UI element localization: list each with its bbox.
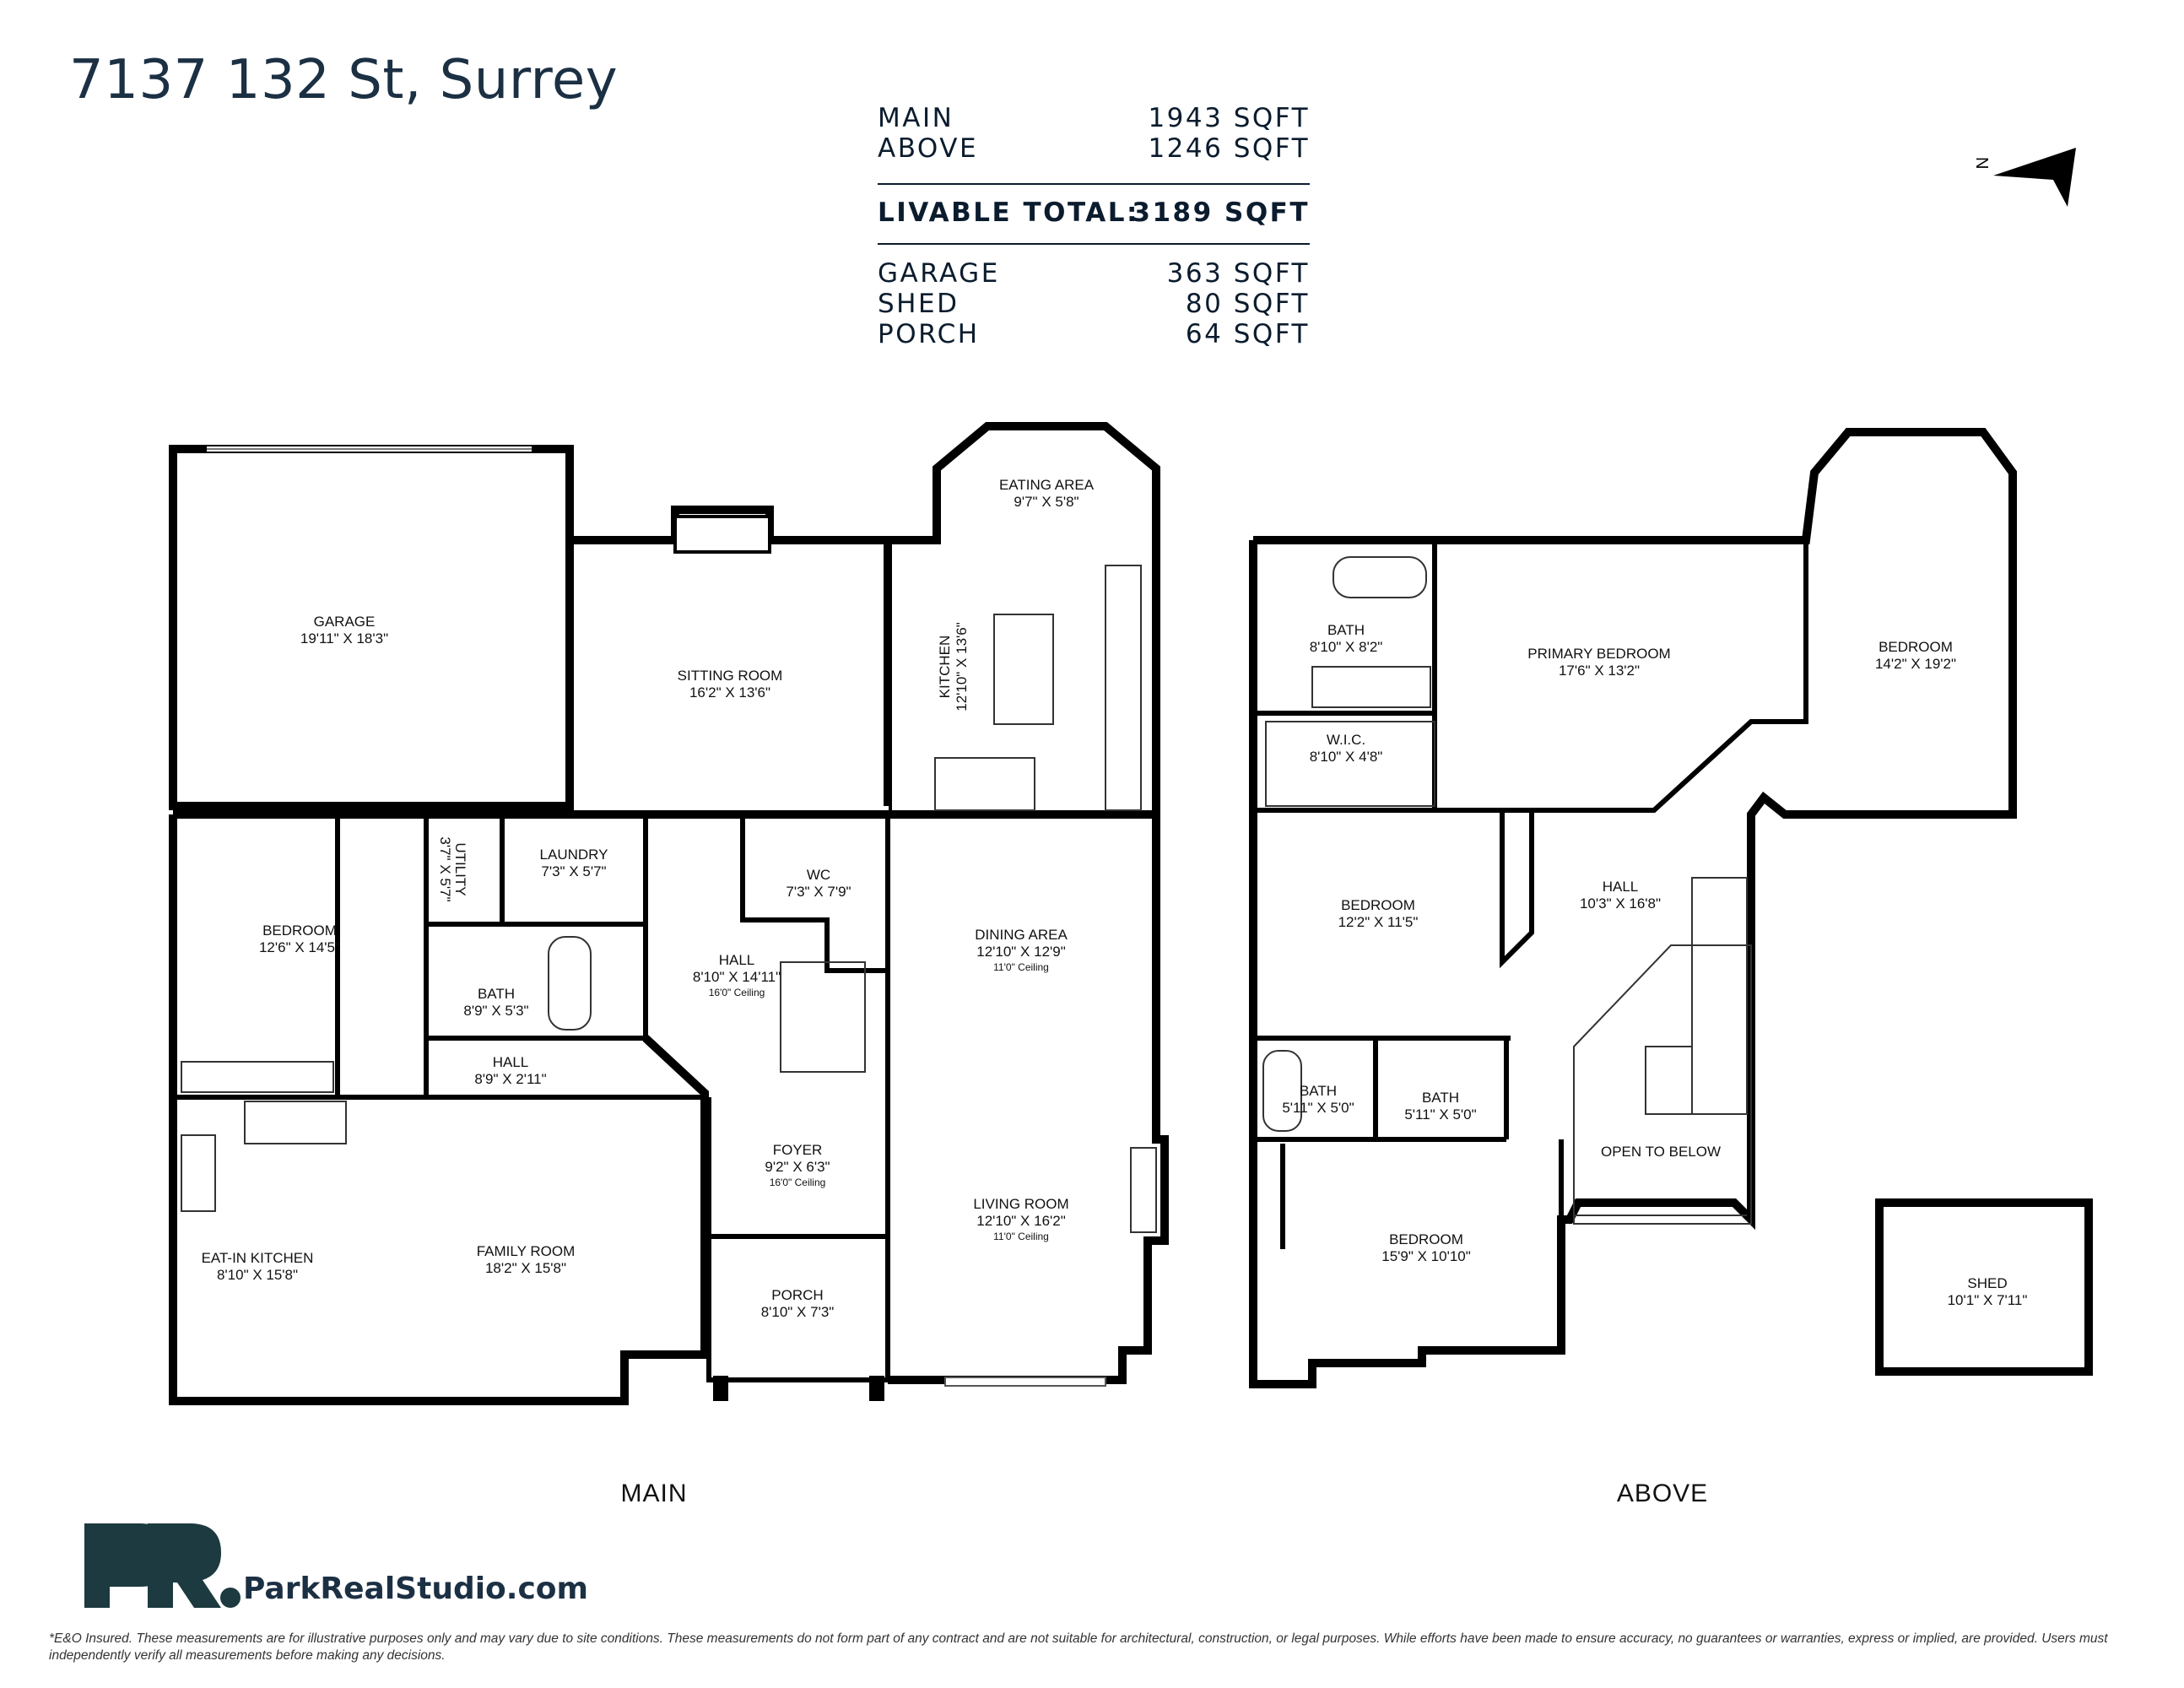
room-dims: 17'6" X 13'2" [1559,663,1640,679]
room-name: BATH [1422,1090,1459,1106]
main-floor-plan [169,422,1169,1405]
room-name: EAT-IN KITCHEN [202,1250,314,1266]
above-room-labels: BATH 8'10" X 8'2" PRIMARY BEDROOM 17'6" … [1282,622,2027,1308]
room-name: PRIMARY BEDROOM [1527,646,1670,662]
room-dims: 9'7" X 5'8" [1014,494,1078,510]
above-floor-plan [1249,428,2093,1388]
porch-sqft-value: 64 SQFT [1185,319,1310,349]
shed-sqft-label: SHED [878,289,960,319]
room-name: LIVING ROOM [973,1196,1068,1212]
room-dims: 16'2" X 13'6" [689,684,770,701]
room-name: BEDROOM [1341,897,1415,913]
room-name: BEDROOM [1389,1231,1463,1247]
room-name: OPEN TO BELOW [1601,1144,1721,1160]
above-floor-label: ABOVE [1617,1480,1708,1507]
main-sqft-value: 1943 SQFT [1148,103,1310,133]
room-dims: 5'11" X 5'0" [1404,1106,1476,1123]
room-dims: 8'10" X 14'11" [693,969,781,985]
room-name: W.I.C. [1327,732,1365,748]
room-note: 16'0" Ceiling [709,987,765,998]
room-name: SHED [1967,1275,2007,1291]
room-dims: 8'10" X 15'8" [217,1267,298,1283]
room-dims: 3'7" X 5'7" [437,836,453,901]
room-name: FOYER [773,1142,823,1158]
room-name: FAMILY ROOM [477,1243,576,1259]
porch-sqft-label: PORCH [878,319,980,349]
room-dims: 7'3" X 5'7" [541,863,606,879]
room-name: LAUNDRY [540,847,608,863]
room-name: BATH [478,986,515,1002]
room-dims: 8'9" X 2'11" [474,1071,546,1087]
room-dims: 14'2" X 19'2" [1875,656,1956,672]
brand-logo [84,1523,241,1608]
room-name: DINING AREA [975,927,1068,943]
room-dims: 15'9" X 10'10" [1381,1248,1471,1264]
room-name: SITTING ROOM [678,668,783,684]
room-name: EATING AREA [999,477,1095,493]
livable-total-label: LIVABLE TOTAL: [878,197,1139,228]
brand-name: ParkRealStudio.com [243,1572,589,1606]
main-floor-label: MAIN [621,1480,688,1507]
room-dims: 8'9" X 5'3" [463,1003,528,1019]
main-sqft-label: MAIN [878,103,954,133]
room-dims: 10'3" X 16'8" [1580,895,1661,912]
room-dims: 12'10" X 13'6" [954,622,970,711]
room-dims: 8'10" X 7'3" [761,1304,835,1320]
room-name: BEDROOM [262,922,337,939]
room-dims: 12'6" X 14'5" [259,939,340,955]
room-name: HALL [1603,879,1639,895]
room-dims: 18'2" X 15'8" [485,1260,566,1276]
room-note: 11'0" Ceiling [993,961,1049,973]
above-sqft-label: ABOVE [878,133,979,164]
shed-sqft-value: 80 SQFT [1185,289,1310,319]
room-note: 11'0" Ceiling [993,1231,1049,1242]
room-dims: 12'10" X 16'2" [976,1213,1066,1229]
room-dims: 9'2" X 6'3" [765,1159,830,1175]
room-dims: 12'2" X 11'5" [1338,914,1419,930]
garage-sqft-value: 363 SQFT [1166,258,1310,289]
room-name: PORCH [771,1287,823,1303]
room-dims: 12'10" X 12'9" [976,944,1066,960]
room-name: WC [807,867,830,883]
room-name: GARAGE [314,614,376,630]
room-name: BATH [1327,622,1365,638]
room-name: HALL [719,952,755,968]
north-arrow-icon: N [1972,148,2076,207]
property-address: 7137 132 St, Surrey [69,49,619,111]
room-note: 16'0" Ceiling [770,1177,826,1188]
room-name: UTILITY [452,842,468,895]
room-dims: 7'3" X 7'9" [786,884,851,900]
summary-divider [878,243,1310,245]
room-name: BATH [1300,1083,1337,1099]
room-dims: 19'11" X 18'3" [300,630,388,647]
room-dims: 8'10" X 8'2" [1310,639,1383,655]
room-dims: 10'1" X 7'11" [1948,1292,2028,1308]
compass-letter: N [1972,157,1991,169]
garage-sqft-label: GARAGE [878,258,1000,289]
main-room-labels: GARAGE 19'11" X 18'3" SITTING ROOM 16'2"… [202,477,1095,1320]
room-name: BEDROOM [1879,639,1953,655]
room-name: KITCHEN [937,636,953,699]
above-sqft-value: 1246 SQFT [1148,133,1310,164]
livable-total-value: 3189 SQFT [1132,197,1310,228]
summary-divider [878,183,1310,185]
room-dims: 5'11" X 5'0" [1282,1100,1354,1116]
disclaimer-text: *E&O Insured. These measurements are for… [49,1631,2108,1663]
room-name: HALL [493,1054,529,1070]
room-dims: 8'10" X 4'8" [1310,749,1383,765]
